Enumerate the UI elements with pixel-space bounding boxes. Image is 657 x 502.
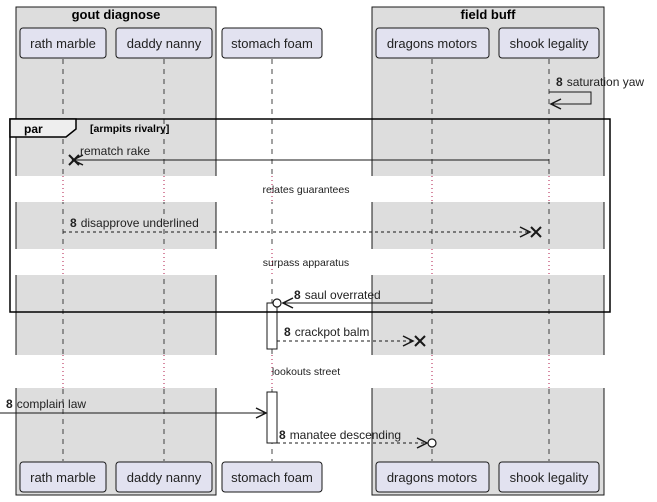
participant-dragons-motors: dragons motors <box>375 27 490 59</box>
circle-end-icon <box>427 438 437 448</box>
activation-bar <box>266 302 278 350</box>
participant-label: shook legality <box>510 470 589 485</box>
divider-label: lookouts street <box>272 366 340 378</box>
participant-daddy-nanny: daddy nanny <box>115 461 213 493</box>
divider-relates-guarantees: relates guarantees <box>10 176 610 202</box>
message-disapprove-underlined <box>63 226 542 238</box>
circle-end-icon <box>272 298 282 308</box>
participant-label: dragons motors <box>387 470 478 485</box>
participant-label: daddy nanny <box>127 36 202 51</box>
participant-daddy-nanny: daddy nanny <box>115 27 213 59</box>
divider-dotted-lifelines <box>62 176 550 388</box>
message-manatee-descending <box>277 437 437 449</box>
participant-label: rath marble <box>30 36 96 51</box>
box-title: field buff <box>461 7 517 22</box>
message-label: rematch rake <box>80 144 150 158</box>
divider-label: relates guarantees <box>263 184 350 196</box>
divider-label: surpass apparatus <box>263 257 349 269</box>
box-title: gout diagnose <box>72 7 161 22</box>
message-saturation-yaw <box>549 91 592 110</box>
participant-rath-marble: rath marble <box>19 461 107 493</box>
divider-lookouts-street: lookouts street <box>0 355 657 388</box>
participant-shook-legality: shook legality <box>498 461 600 493</box>
message-complain-law <box>0 407 268 419</box>
participant-label: daddy nanny <box>127 470 202 485</box>
participant-dragons-motors: dragons motors <box>375 461 490 493</box>
activation-bar <box>266 391 278 444</box>
participant-stomach-foam: stomach foam <box>221 27 323 59</box>
participant-label: shook legality <box>510 36 589 51</box>
message-crackpot-balm <box>277 335 426 347</box>
participant-heads-top: rath marble daddy nanny stomach foam dra… <box>19 27 600 59</box>
fragment-label: [armpits rivalry] <box>90 123 169 135</box>
message-saul-overrated <box>272 297 432 309</box>
par-fragment: par [armpits rivalry] <box>9 118 611 313</box>
participant-label: stomach foam <box>231 36 313 51</box>
participant-label: stomach foam <box>231 470 313 485</box>
participant-heads-bottom: rath marble daddy nanny stomach foam dra… <box>19 461 600 493</box>
fragment-type: par <box>24 122 43 136</box>
message-rematch-rake <box>68 154 549 166</box>
divider-surpass-apparatus: surpass apparatus <box>10 249 610 275</box>
participant-stomach-foam: stomach foam <box>221 461 323 493</box>
participant-shook-legality: shook legality <box>498 27 600 59</box>
participant-rath-marble: rath marble <box>19 27 107 59</box>
participant-label: rath marble <box>30 470 96 485</box>
participant-label: dragons motors <box>387 36 478 51</box>
